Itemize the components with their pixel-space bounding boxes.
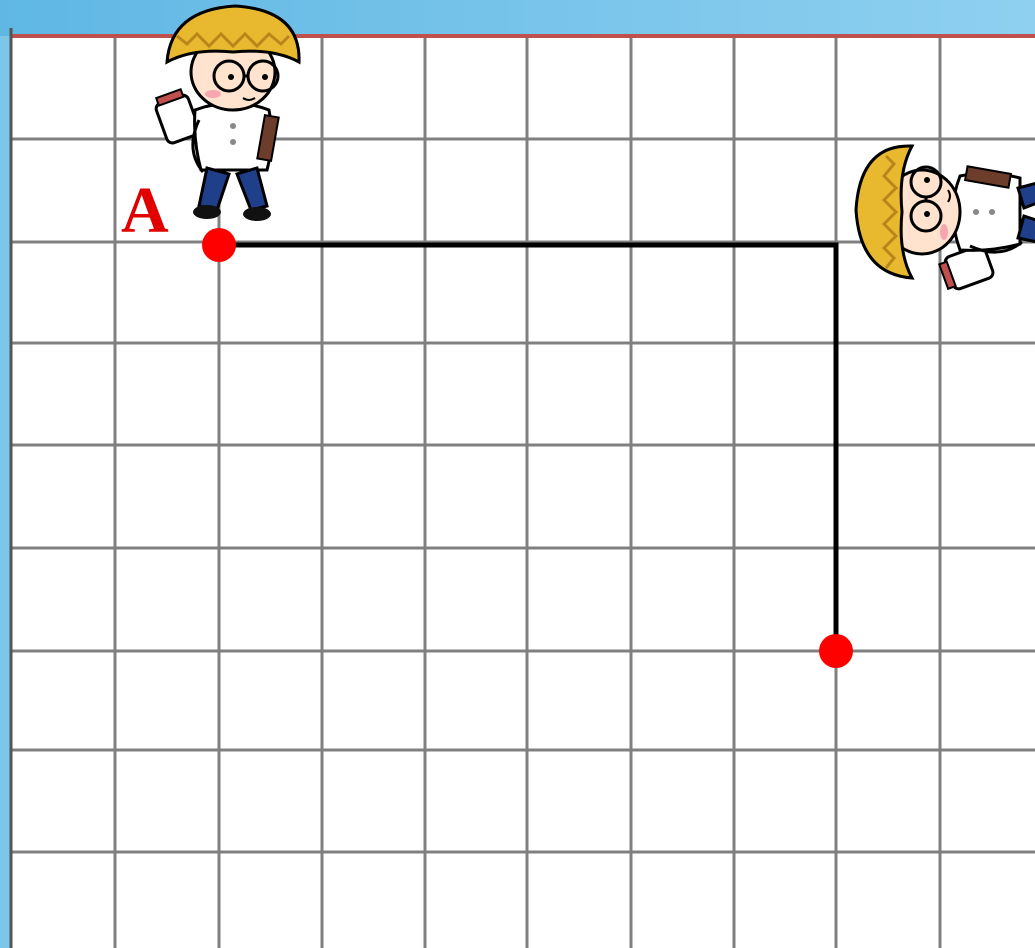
start-point-a <box>202 228 236 262</box>
cartoon-boy-rotated-icon <box>856 146 1035 291</box>
left-edge-strip <box>0 36 11 948</box>
cartoon-boy-walking-icon <box>155 6 300 221</box>
point-label-a: A <box>121 174 169 247</box>
top-banner <box>0 0 1035 36</box>
end-point <box>819 634 853 668</box>
